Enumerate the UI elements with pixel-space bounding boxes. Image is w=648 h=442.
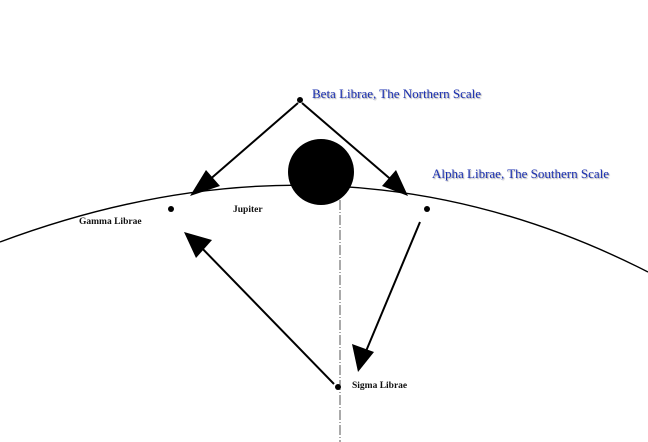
arrowhead-beta-to-gamma — [190, 170, 220, 196]
label-beta-librae: Beta Librae, The Northern Scale — [312, 86, 482, 101]
star-sigma-librae — [335, 384, 341, 390]
star-beta-librae — [297, 97, 303, 103]
arrow-alpha-to-sigma — [363, 221, 421, 357]
star-gamma-librae — [168, 206, 174, 212]
label-alpha-librae: Alpha Librae, The Southern Scale — [432, 166, 610, 181]
star-alpha-librae — [424, 206, 430, 212]
label-sigma-librae: Sigma Librae — [352, 381, 408, 391]
arrowhead-beta-to-alpha — [382, 170, 408, 196]
arrowhead-alpha-to-sigma — [352, 344, 374, 372]
arrow-sigma-to-gamma — [195, 241, 335, 385]
label-gamma-librae: Gamma Librae — [79, 217, 142, 227]
arrow-beta-to-gamma — [199, 102, 299, 189]
arrowhead-sigma-to-gamma — [184, 232, 212, 258]
label-jupiter: Jupiter — [233, 205, 263, 215]
jupiter-disk — [288, 139, 354, 205]
arrow-beta-to-alpha — [301, 102, 396, 184]
